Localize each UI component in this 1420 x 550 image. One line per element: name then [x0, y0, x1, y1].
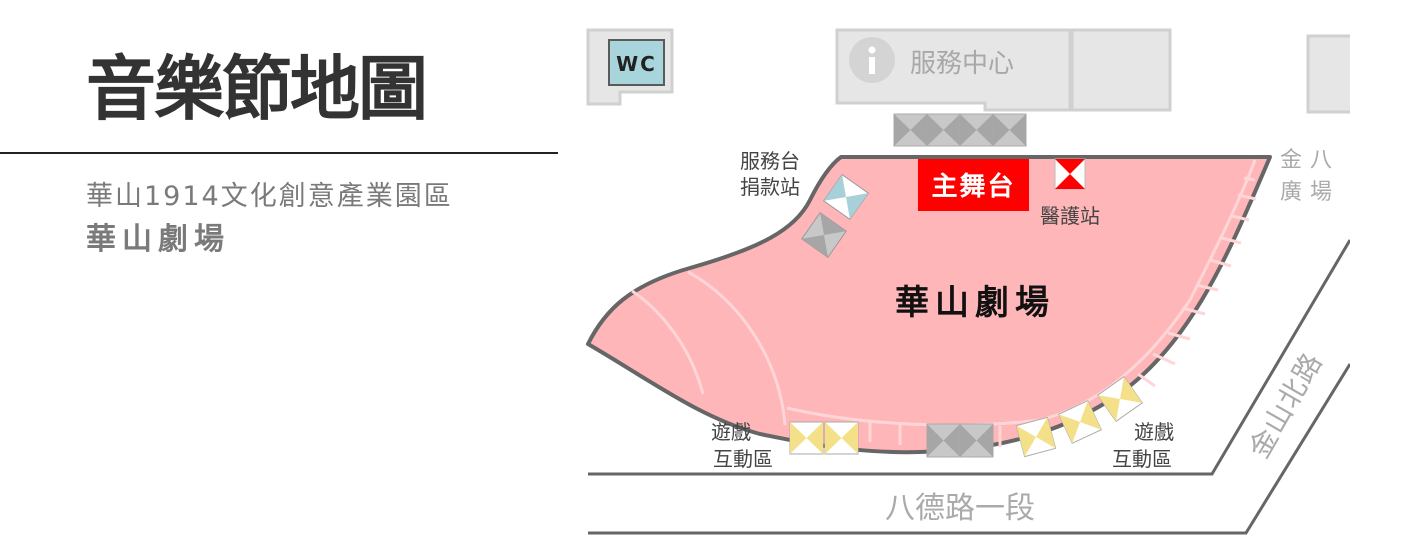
game-booth-icon: [824, 421, 859, 455]
plaza-label-line1: 金八: [1280, 148, 1340, 173]
street-label-bade-road: 八德路一段: [885, 491, 1035, 526]
medical-station-label: 醫護站: [1040, 204, 1100, 228]
building-right: [1306, 34, 1350, 114]
wc-icon: [608, 39, 665, 86]
info-icon-bar: [869, 57, 875, 74]
game-zone-right-label-line2: 互動區: [1112, 447, 1172, 471]
game-zone-right-label-line1: 遊戲: [1134, 420, 1174, 444]
game-booth-icon: [789, 421, 824, 455]
wc-label: WC: [616, 52, 657, 76]
service-center-building[interactable]: 服務中心: [835, 28, 1172, 112]
street-label-jinshan-north-road: 金山北路: [1242, 347, 1329, 464]
medical-station-icon: [1054, 158, 1086, 190]
info-icon-dot: [868, 46, 876, 54]
page-title: 音樂節地圖: [86, 48, 428, 130]
booth-row-bottom[interactable]: [926, 423, 994, 458]
service-desk-booth-icon: [823, 174, 869, 220]
medical-station[interactable]: 醫護站: [1040, 158, 1100, 228]
main-stage[interactable]: 主舞台: [918, 159, 1029, 211]
plaza-label-line2: 廣場: [1280, 180, 1340, 205]
game-zone-left-label-line2: 互動區: [713, 447, 773, 471]
donation-booth-icon: [801, 212, 847, 258]
service-desk-label-line2: 捐款站: [740, 175, 800, 199]
game-booth-icon: [1058, 400, 1102, 444]
game-booth-icon: [1015, 416, 1057, 458]
street-outlines: [588, 239, 1350, 535]
service-desk-label-line1: 服務台: [740, 149, 800, 173]
game-zone-right[interactable]: 遊戲 互動區: [1015, 376, 1174, 471]
park-name: 華山1914文化創意產業園區: [86, 181, 453, 212]
service-center-label: 服務中心: [910, 49, 1014, 79]
game-zone-left[interactable]: 遊戲 互動區: [711, 420, 859, 471]
service-desk[interactable]: 服務台 捐款站: [740, 149, 869, 258]
wc-building[interactable]: WC: [586, 28, 674, 106]
game-booth-icon: [1097, 376, 1143, 422]
game-zone-left-label-line1: 遊戲: [711, 420, 751, 444]
venue-area[interactable]: 華山劇場: [586, 155, 1272, 455]
venue-name: 華山劇場: [86, 222, 230, 257]
booth-row-top[interactable]: [893, 113, 1027, 147]
jinba-plaza[interactable]: 金八 廣場: [1280, 148, 1340, 205]
left-panel: 音樂節地圖 華山1914文化創意產業園區 華山劇場: [0, 0, 560, 550]
title-divider: [0, 152, 558, 154]
main-stage-label: 主舞台: [931, 171, 1015, 202]
building-block: [1070, 28, 1172, 112]
venue-label: 華山劇場: [895, 283, 1055, 323]
